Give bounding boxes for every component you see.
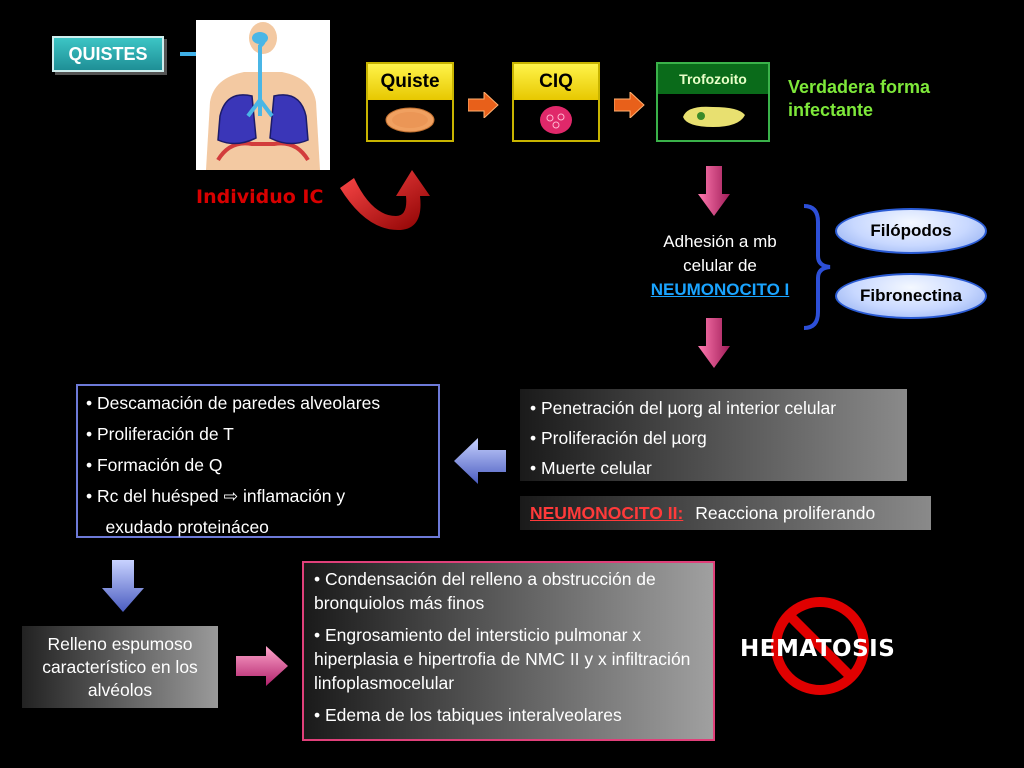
list-item: • Formación de Q — [86, 455, 223, 475]
list-item: • Penetración del µorg al interior celul… — [530, 398, 837, 418]
stage-quiste-label: Quiste — [368, 64, 452, 100]
curved-arrow-icon — [340, 170, 430, 230]
relleno-box: Relleno espumoso característico en los a… — [22, 626, 218, 708]
stage-ciq-label: CIQ — [514, 64, 598, 100]
pill-filopodos: Filópodos — [835, 208, 987, 254]
right-arrow-icon — [236, 646, 288, 686]
hematosis-label: HEMATOSIS — [740, 636, 896, 662]
neumonocito-ii-note: NEUMONOCITO II: Reacciona proliferando — [520, 496, 931, 530]
orange-arrow-icon — [468, 92, 499, 118]
stage-ciq: CIQ — [512, 62, 600, 142]
stage-quiste: Quiste — [366, 62, 454, 142]
list-item: • Edema de los tabiques interalveolares — [314, 705, 622, 725]
down-arrow-icon — [698, 166, 730, 216]
penetration-box: • Penetración del µorg al interior celul… — [520, 389, 907, 481]
cyst-icon — [385, 107, 435, 133]
list-item: exudado proteináceo — [86, 517, 269, 537]
list-item: • Muerte celular — [530, 458, 652, 478]
list-item: • Engrosamiento del intersticio pulmonar… — [314, 625, 691, 693]
pill-fibronectina: Fibronectina — [835, 273, 987, 319]
list-item: • Proliferación de T — [86, 424, 234, 444]
list-item: • Proliferación del µorg — [530, 428, 707, 448]
alveolar-effects-box: • Descamación de paredes alveolares • Pr… — [76, 384, 440, 538]
pulmonary-changes-box: • Condensación del relleno a obstrucción… — [302, 561, 715, 741]
list-item: • Condensación del relleno a obstrucción… — [314, 569, 656, 613]
stage-trofozoito: Trofozoito — [656, 62, 770, 142]
trophozoite-icon — [683, 106, 745, 127]
lungs-illustration — [196, 20, 330, 170]
ciq-icon — [540, 106, 572, 134]
infective-form-note: Verdadera forma infectante — [788, 77, 931, 120]
individuo-label: Individuo IC — [196, 186, 324, 208]
list-item: • Descamación de paredes alveolares — [86, 393, 381, 413]
list-item: • Rc del huésped ⇨ inflamación y — [86, 486, 346, 506]
forbidden-icon — [771, 597, 869, 695]
quistes-tag: QUISTES — [52, 36, 164, 72]
curly-brace — [803, 204, 831, 330]
down-arrow-icon — [102, 560, 144, 612]
left-arrow-icon — [454, 438, 506, 484]
trofozoito-label: Trofozoito — [658, 64, 768, 94]
orange-arrow-icon — [614, 92, 645, 118]
down-arrow-icon — [698, 318, 730, 368]
adhesion-text: Adhesión a mb celular de NEUMONOCITO I — [650, 232, 790, 299]
